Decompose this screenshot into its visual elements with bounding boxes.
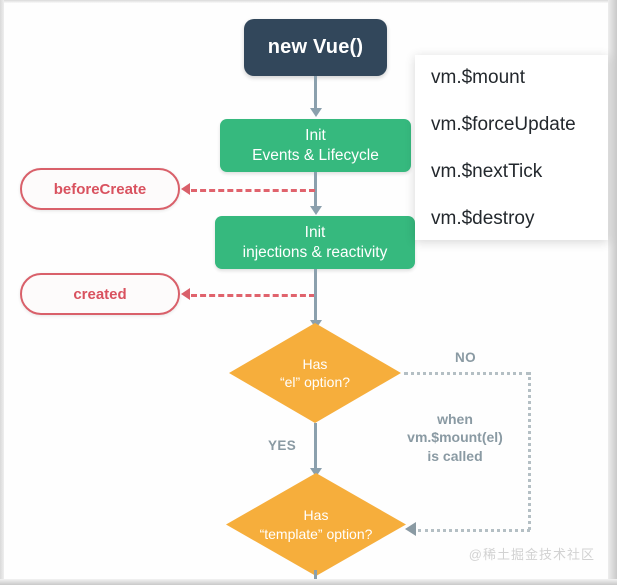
vm-method-destroy[interactable]: vm.$destroy xyxy=(431,208,535,229)
dashed-no-into-template xyxy=(418,529,530,532)
connector-init-injections-to-decision-el xyxy=(314,269,317,327)
arrowhead-init-injections xyxy=(310,206,322,215)
arrowhead-decision-template xyxy=(310,468,322,477)
page-edge-right xyxy=(608,0,617,585)
arrowhead-decision-template-right xyxy=(405,522,416,536)
hook-before-create-label: beforeCreate xyxy=(53,180,147,198)
page-edge-left xyxy=(0,0,4,585)
node-new-vue-label: new Vue() xyxy=(267,36,364,58)
hook-before-create[interactable]: beforeCreate xyxy=(20,168,180,210)
node-init-injections-line1: Init xyxy=(304,224,326,242)
dashed-connector-before-create xyxy=(191,189,315,192)
page-edge-top xyxy=(4,0,608,3)
decision-has-template-option[interactable]: Has “template” option? xyxy=(226,473,406,576)
decision-has-el-option[interactable]: Has “el” option? xyxy=(229,323,401,423)
hook-created[interactable]: created xyxy=(20,273,180,315)
note-line2: vm.$mount(el) xyxy=(407,429,503,446)
vm-method-forceupdate[interactable]: vm.$forceUpdate xyxy=(431,114,576,135)
connector-decision-template-down xyxy=(314,570,317,579)
dashed-connector-created xyxy=(191,294,315,297)
note-when-mount-called: when vm.$mount(el) is called xyxy=(381,410,529,465)
node-new-vue[interactable]: new Vue() xyxy=(244,19,387,76)
decision-has-el-shape xyxy=(229,323,401,423)
node-init-events-line1: Init xyxy=(305,127,326,145)
hook-created-label: created xyxy=(73,285,127,303)
arrowhead-before-create xyxy=(181,183,190,195)
node-init-injections-line2: injections & reactivity xyxy=(242,243,388,261)
arrowhead-init-events xyxy=(310,108,322,117)
node-init-injections-reactivity[interactable]: Init injections & reactivity xyxy=(215,216,415,269)
watermark: @稀土掘金技术社区 xyxy=(468,547,595,562)
decision-has-template-shape xyxy=(226,473,406,576)
vm-method-nexttick[interactable]: vm.$nextTick xyxy=(431,161,543,182)
edge-label-no: NO xyxy=(455,350,477,365)
arrowhead-created xyxy=(181,288,190,300)
dashed-no-horizontal xyxy=(404,372,530,375)
connector-init-events-to-init-injections xyxy=(314,172,317,212)
page-edge-bottom xyxy=(0,579,617,585)
vm-method-mount[interactable]: vm.$mount xyxy=(431,67,525,88)
note-line3: is called xyxy=(427,447,483,464)
dashed-no-vertical xyxy=(528,372,531,530)
edge-label-yes: YES xyxy=(268,438,297,453)
node-init-events-lifecycle[interactable]: Init Events & Lifecycle xyxy=(220,119,411,172)
connector-decision-el-to-decision-template xyxy=(314,423,317,475)
connector-start-to-init-events xyxy=(314,76,317,112)
node-init-events-line2: Events & Lifecycle xyxy=(252,146,379,164)
vm-methods-overlay-panel: vm.$mount vm.$forceUpdate vm.$nextTick v… xyxy=(415,55,608,240)
note-line1: when xyxy=(437,411,473,427)
